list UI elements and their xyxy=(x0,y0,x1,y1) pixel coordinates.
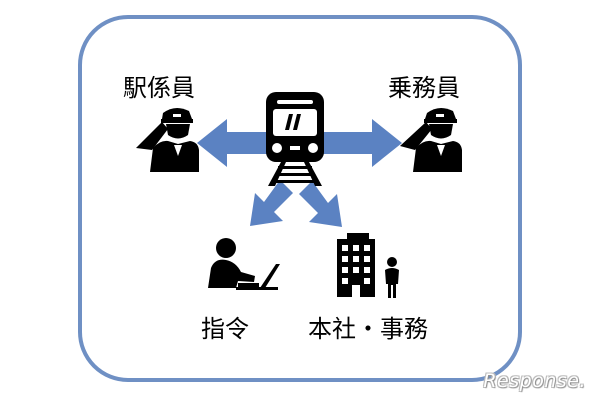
response-watermark-logo: Response. xyxy=(483,370,586,392)
dispatch-label: 指令 xyxy=(201,315,249,343)
saluting-crew-icon xyxy=(400,107,462,172)
train-icon xyxy=(266,92,324,186)
arrow-to-dispatch xyxy=(250,180,293,226)
crew-label: 乗務員 xyxy=(388,74,460,102)
office-building-icon xyxy=(337,233,399,298)
arrow-to-headquarters xyxy=(299,181,342,227)
headquarters-label: 本社・事務 xyxy=(308,315,428,343)
person-at-laptop-icon xyxy=(208,238,280,290)
station-staff-label: 駅係員 xyxy=(123,74,195,102)
saluting-station-staff-icon xyxy=(136,107,199,172)
diagram-frame xyxy=(78,15,522,382)
